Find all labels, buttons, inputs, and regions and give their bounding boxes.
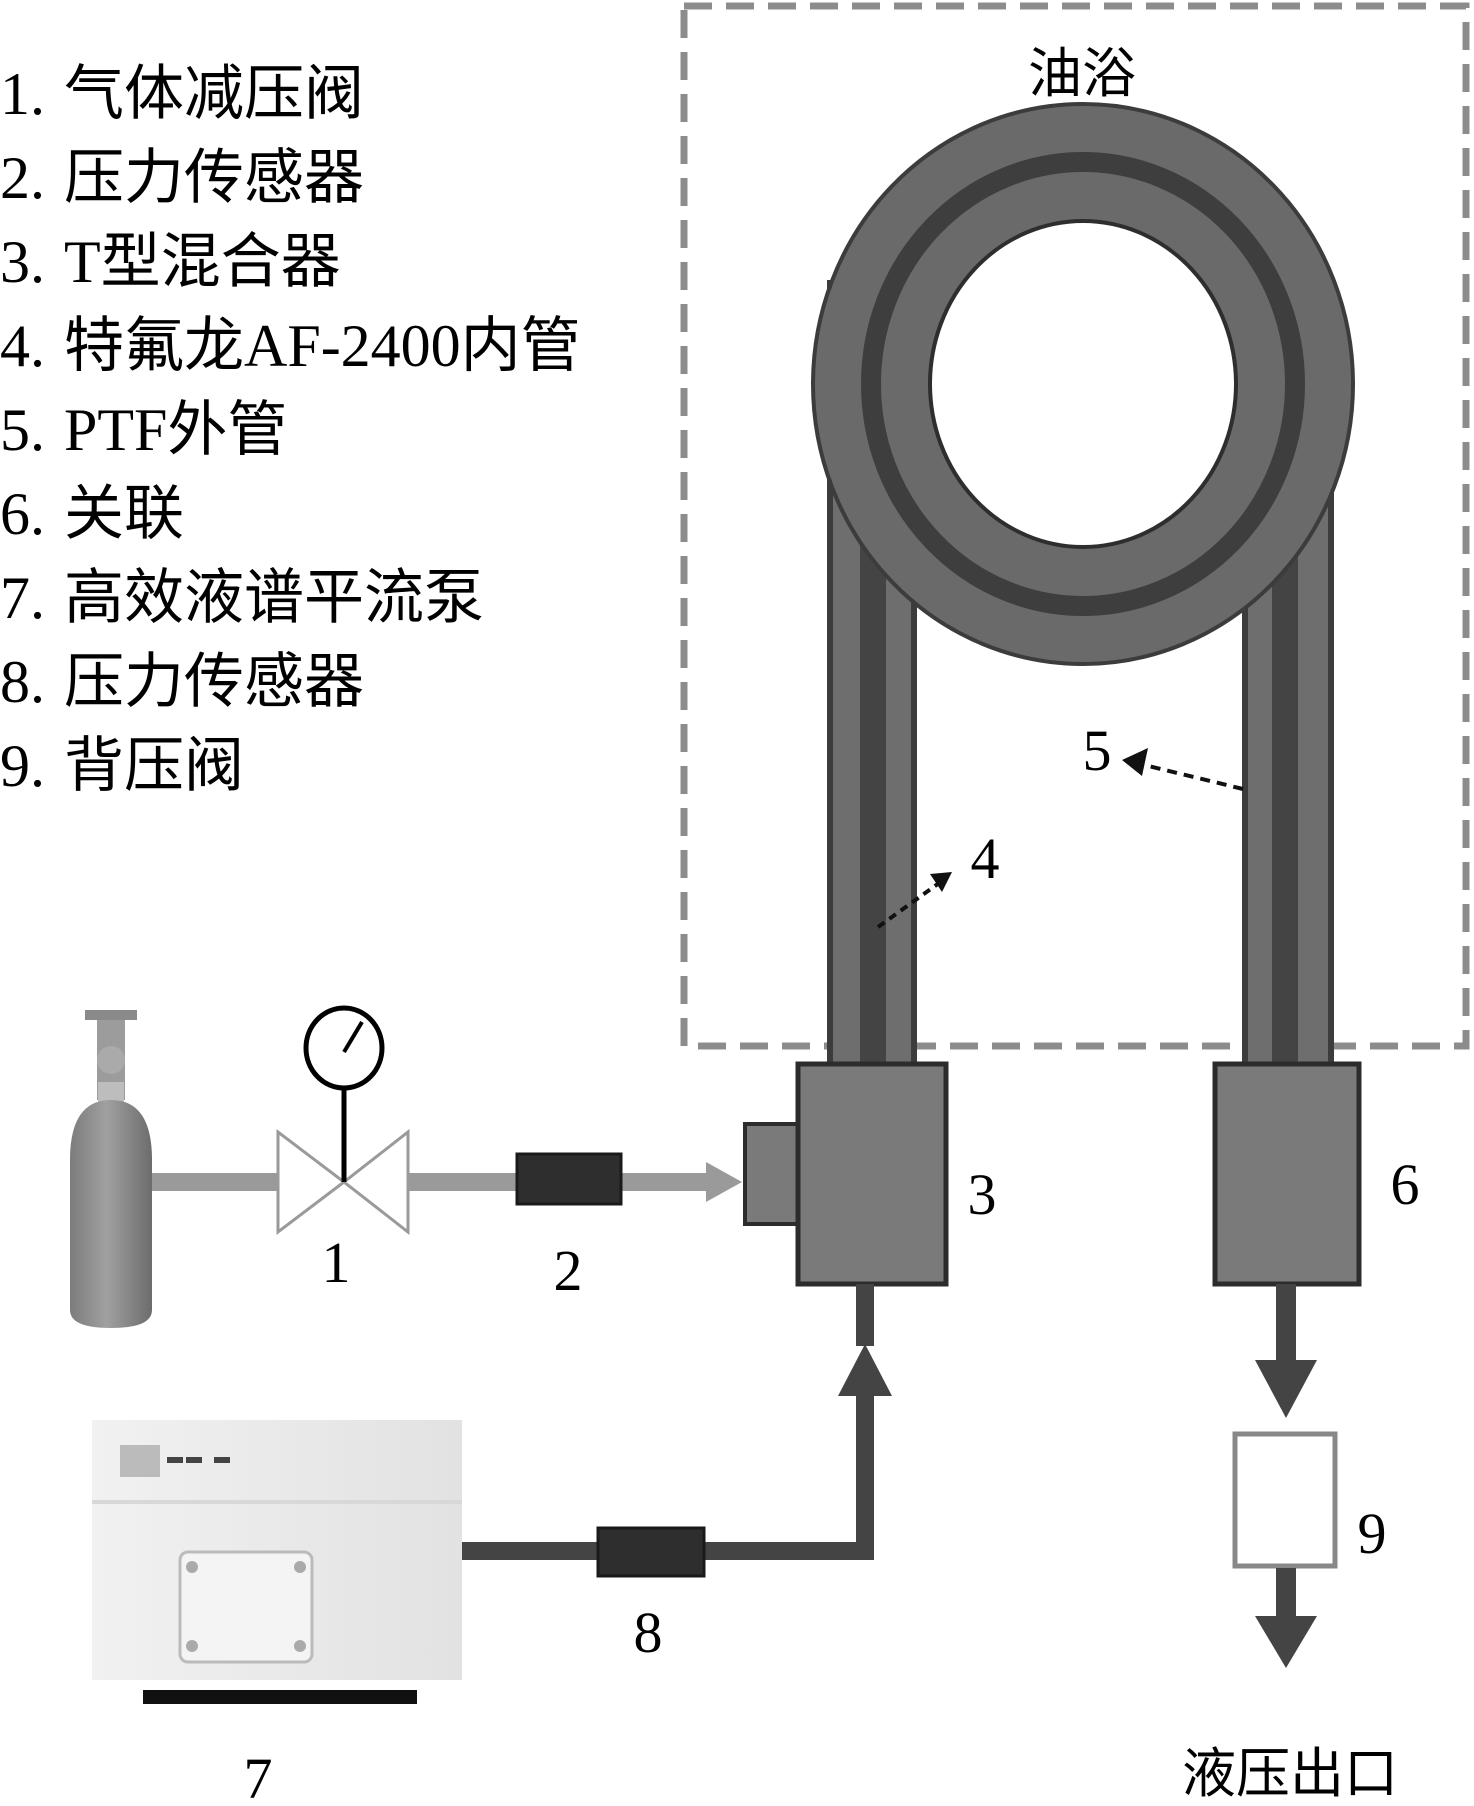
inner-tube-callout: 4 xyxy=(876,826,1000,929)
oil-bath-region: 油浴 xyxy=(680,2,1470,1050)
legend-item: 6.关联 xyxy=(0,481,184,547)
legend-item: 7.高效液谱平流泵 xyxy=(0,565,484,631)
t-mixer: 3 xyxy=(743,1061,997,1287)
legend-item: 2.压力传感器 xyxy=(0,145,364,211)
liquid-line xyxy=(458,1284,892,1560)
pressure-gauge-icon xyxy=(303,1005,385,1091)
oil-bath-label: 油浴 xyxy=(1028,42,1136,105)
label-8: 8 xyxy=(634,1600,663,1665)
outlet-label: 液压出口 xyxy=(1182,1742,1398,1805)
label-9: 9 xyxy=(1358,1501,1387,1566)
label-2: 2 xyxy=(554,1238,583,1303)
label-1: 1 xyxy=(322,1230,351,1295)
pressure-reducing-valve: 1 xyxy=(276,1005,410,1295)
gas-pressure-sensor: 2 xyxy=(515,1152,623,1303)
label-4: 4 xyxy=(971,826,1000,891)
connector: 6 xyxy=(1212,1061,1420,1287)
outer-tube-callout: 5 xyxy=(1083,718,1244,791)
legend-item: 1.气体减压阀 xyxy=(0,61,364,127)
label-6: 6 xyxy=(1391,1152,1420,1217)
label-7: 7 xyxy=(244,1746,273,1806)
legend: 1.气体减压阀 2.压力传感器 3.T型混合器 4.特氟龙AF-2400内管 5… xyxy=(0,52,581,808)
legend-item: 4.特氟龙AF-2400内管 xyxy=(0,313,581,379)
label-3: 3 xyxy=(968,1162,997,1227)
legend-item: 3.T型混合器 xyxy=(0,229,341,295)
reactor-coil xyxy=(811,102,1355,1070)
legend-item: 9.背压阀 xyxy=(0,733,244,799)
gas-cylinder-icon xyxy=(70,1010,152,1328)
liquid-pressure-sensor: 8 xyxy=(596,1526,706,1665)
back-pressure-valve: 9 xyxy=(1232,1431,1387,1569)
label-5: 5 xyxy=(1083,718,1112,783)
gas-line xyxy=(152,1162,742,1202)
hplc-pump-icon: 7 xyxy=(92,1420,462,1806)
outlet-path: 9 液压出口 xyxy=(1182,1284,1398,1805)
legend-item: 5.PTF外管 xyxy=(0,397,288,463)
legend-item: 8.压力传感器 xyxy=(0,649,364,715)
